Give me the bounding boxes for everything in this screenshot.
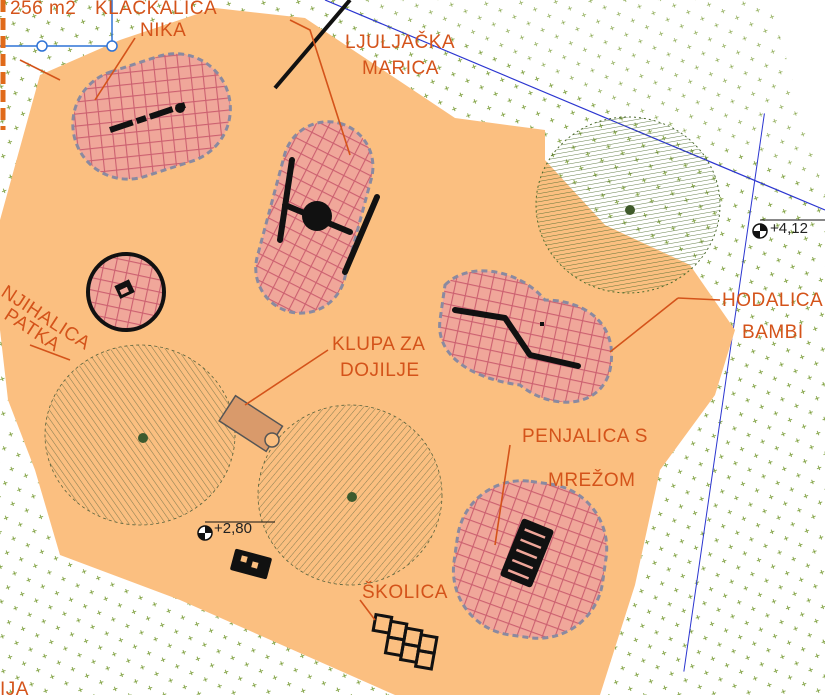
hodalica-symbol (452, 307, 581, 369)
skolica-label: ŠKOLICA (362, 581, 448, 603)
safety-zone-hodalica (438, 269, 613, 404)
klupa-label: KLUPA ZA (332, 334, 425, 355)
penjalica-label: PENJALICA S (522, 426, 648, 447)
penjalica-symbol (500, 518, 554, 588)
bambi-label: BAMBI (742, 322, 804, 343)
klackalica-symbol (109, 102, 186, 133)
mrezom-label: MREŽOM (548, 469, 635, 491)
dimension-line (0, 0, 118, 52)
hodalica-label: HODALICA (722, 290, 823, 311)
njihalica-symbol (114, 279, 135, 299)
klackalica-label: KLACKALICA (95, 0, 217, 19)
edge-text-label: IJA (0, 679, 29, 695)
area-label: 256 m2 (10, 0, 76, 19)
marica-label: MARICA (362, 58, 439, 79)
svg-text:+2,80: +2,80 (214, 520, 252, 537)
path-edge-line (273, 0, 352, 90)
tree-canopy-center (257, 404, 443, 586)
leader-lines (19, 19, 721, 621)
spot-level-b: +4,12 (752, 219, 825, 239)
site-boundary-line (324, 0, 825, 211)
spot-level-a: +2,80 (197, 520, 275, 541)
bin-symbol (230, 548, 272, 580)
nika-label: NIKA (140, 20, 186, 41)
tree-canopy-top-right (535, 116, 721, 294)
ljuljacka-label: LJULJAČKA (345, 31, 455, 53)
site-boundary-line-right (683, 113, 765, 672)
bench-symbol (218, 394, 284, 453)
dojilje-label: DOJILJE (340, 360, 420, 381)
tree-canopy-left (44, 344, 236, 526)
skolica-symbol (371, 612, 439, 671)
ljuljacka-symbol (277, 157, 380, 275)
svg-text:+4,12: +4,12 (770, 220, 808, 237)
